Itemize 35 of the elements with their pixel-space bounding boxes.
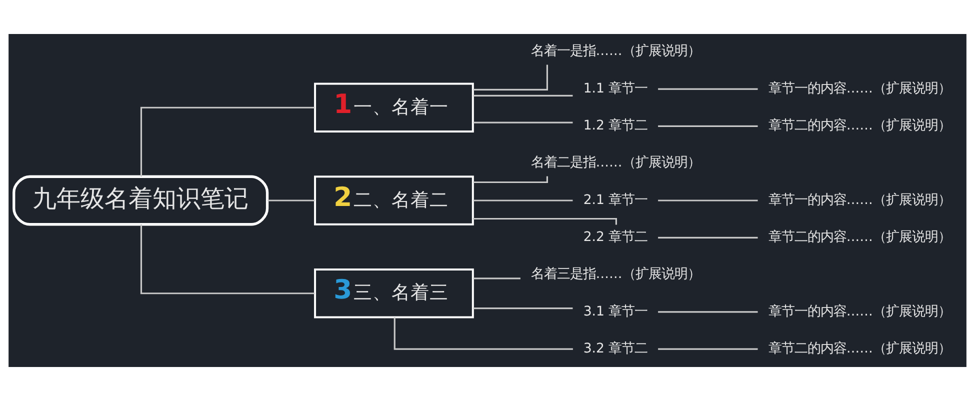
connector [268,199,315,201]
connector [658,236,758,238]
connector [473,199,573,201]
node-text: 3.1 章节一 [583,304,648,319]
connector [473,277,520,279]
node-box: 2 二、名着二 [314,175,474,225]
node-text: 1.2 章节二 [583,118,648,134]
connector [658,199,758,201]
node-box: 九年级名着知识笔记 [12,174,269,226]
node-text: 章节一的内容……（扩展说明） [768,80,951,96]
node-text: 章节二的内容……（扩展说明） [768,229,951,244]
node-text: 1.1 章节一 [583,80,648,96]
connector [658,88,758,90]
node-text: 名着二是指……（扩展说明） [530,155,700,170]
node-text: 名着一是指……（扩展说明） [530,44,700,59]
node-text: 2.2 章节二 [583,229,648,244]
connector [140,106,315,176]
connector [394,316,573,350]
connector [658,124,758,126]
node-text: 章节一的内容……（扩展说明） [768,304,951,319]
connector [473,94,573,96]
node-text: 章节二的内容……（扩展说明） [768,340,951,356]
node-text: 3.2 章节二 [583,340,648,356]
node-text: 章节二的内容……（扩展说明） [768,118,951,134]
connector [658,348,758,350]
connector [140,224,315,294]
connector [473,121,573,123]
node-box: 3 三、名着三 [314,268,474,318]
connector [473,307,573,309]
node-text: 名着三是指……（扩展说明） [530,266,700,282]
node-box: 1一、名着一 [314,82,474,132]
node-text: 2.1 章节一 [583,192,648,208]
connector [473,64,548,90]
node-text: 章节一的内容……（扩展说明） [768,192,951,208]
connector [658,310,758,312]
